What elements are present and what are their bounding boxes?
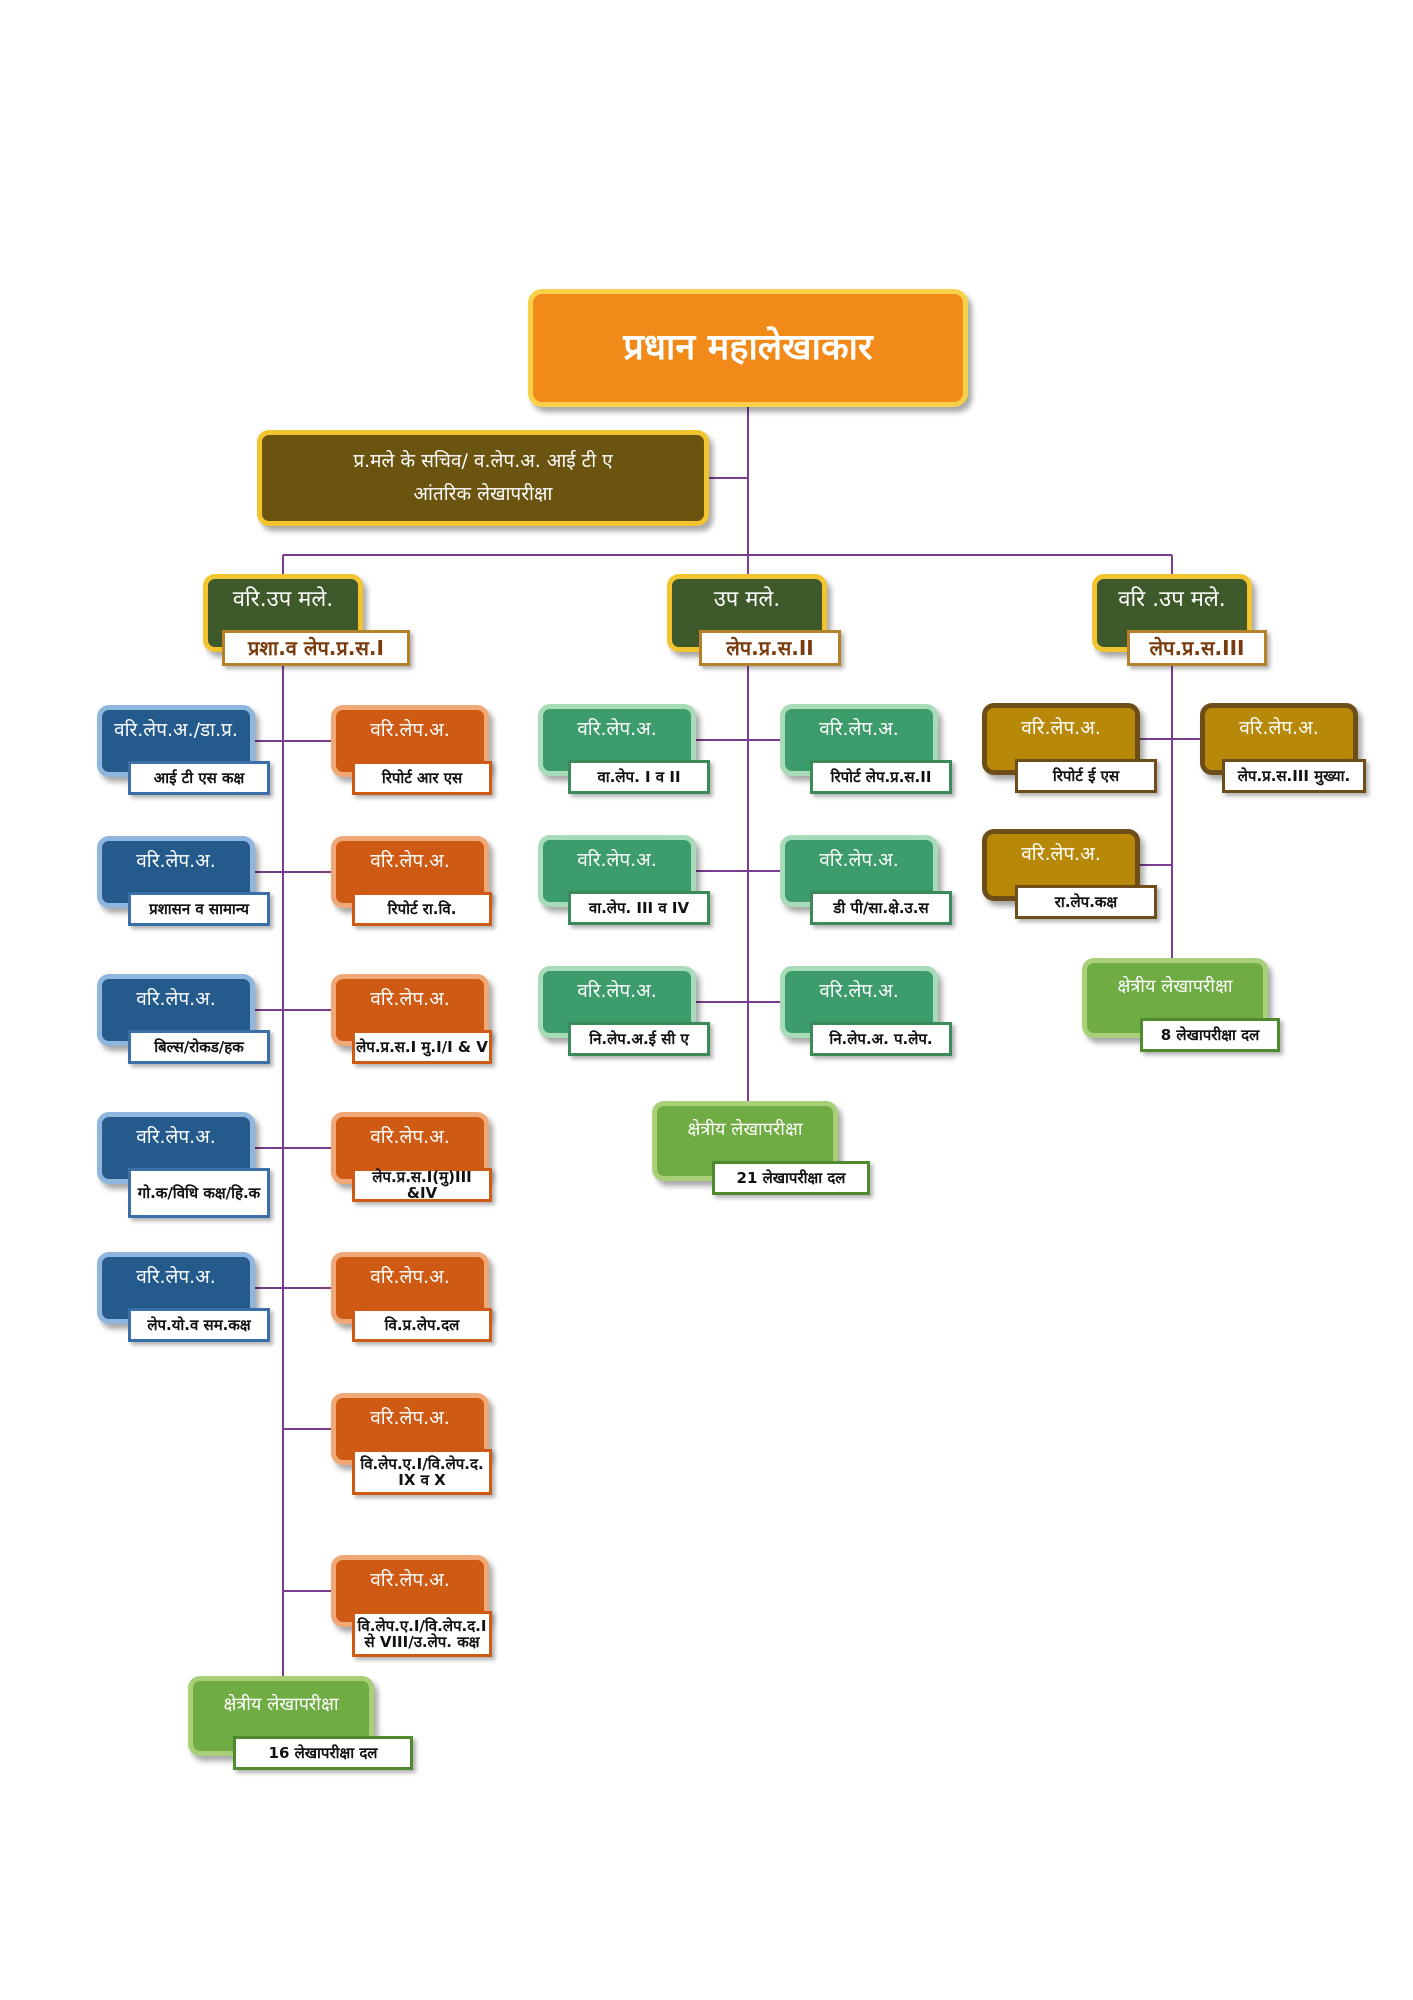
- right-node-3-subtitle: रा.लेप.कक्ष: [1015, 885, 1157, 919]
- mid-field-audit-subtitle: 21 लेखापरीक्षा दल: [712, 1161, 870, 1195]
- right-node-1-subtitle: रिपोर्ट ई एस: [1015, 759, 1157, 793]
- right-node-2-subtitle: लेप.प्र.स.III मुख्या.: [1222, 759, 1366, 793]
- left-orange-6-subtitle: वि.लेप.ए.I/वि.लेप.द. IX व X: [352, 1449, 492, 1495]
- mid-left-3-subtitle: नि.लेप.अ.ई सी ए: [568, 1022, 710, 1056]
- left-blue-2-subtitle: प्रशासन व सामान्य: [128, 892, 270, 926]
- right-field-audit-subtitle: 8 लेखापरीक्षा दल: [1140, 1018, 1280, 1052]
- secretary-box-body: प्र.मले के सचिव/ व.लेप.अ. आई टी ए आंतरिक …: [257, 430, 709, 526]
- mid-left-1-subtitle: वा.लेप. I व II: [568, 760, 710, 794]
- left-blue-3-subtitle: बिल्स/रोकड/हक: [128, 1030, 270, 1064]
- head-3-subtitle: लेप.प्र.स.III: [1127, 630, 1267, 666]
- left-orange-4-subtitle: लेप.प्र.स.I(मु)III &IV: [352, 1168, 492, 1202]
- left-orange-5-subtitle: वि.प्र.लेप.दल: [352, 1308, 492, 1342]
- left-blue-5-subtitle: लेप.यो.व सम.कक्ष: [128, 1308, 270, 1342]
- left-field-audit-subtitle: 16 लेखापरीक्षा दल: [233, 1736, 413, 1770]
- left-orange-7-subtitle: वि.लेप.ए.I/वि.लेप.द.I से VIII/उ.लेप. कक्…: [352, 1611, 492, 1657]
- secretary-line1: प्र.मले के सचिव/ व.लेप.अ. आई टी ए: [353, 450, 613, 473]
- left-orange-2-subtitle: रिपोर्ट रा.वि.: [352, 892, 492, 926]
- mid-right-3-subtitle: नि.लेप.अ. प.लेप.: [810, 1022, 952, 1056]
- principal-ag-box-title: प्रधान महालेखाकार: [528, 289, 968, 407]
- left-blue-1-subtitle: आई टी एस कक्ष: [128, 761, 270, 795]
- left-orange-1-subtitle: रिपोर्ट आर एस: [352, 761, 492, 795]
- mid-right-2-subtitle: डी पी/सा.क्षे.उ.स: [810, 891, 952, 925]
- head-1-subtitle: प्रशा.व लेप.प्र.स.I: [222, 630, 410, 666]
- mid-left-2-subtitle: वा.लेप. III व IV: [568, 891, 710, 925]
- mid-right-1-subtitle: रिपोर्ट लेप.प्र.स.II: [810, 760, 952, 794]
- left-blue-4-subtitle: गो.क/विधि कक्ष/हि.क: [128, 1168, 270, 1218]
- left-orange-3-subtitle: लेप.प्र.स.I मु.I/I & V: [352, 1030, 492, 1064]
- head-2-subtitle: लेप.प्र.स.II: [699, 630, 841, 666]
- secretary-line2: आंतरिक लेखापरीक्षा: [413, 483, 553, 505]
